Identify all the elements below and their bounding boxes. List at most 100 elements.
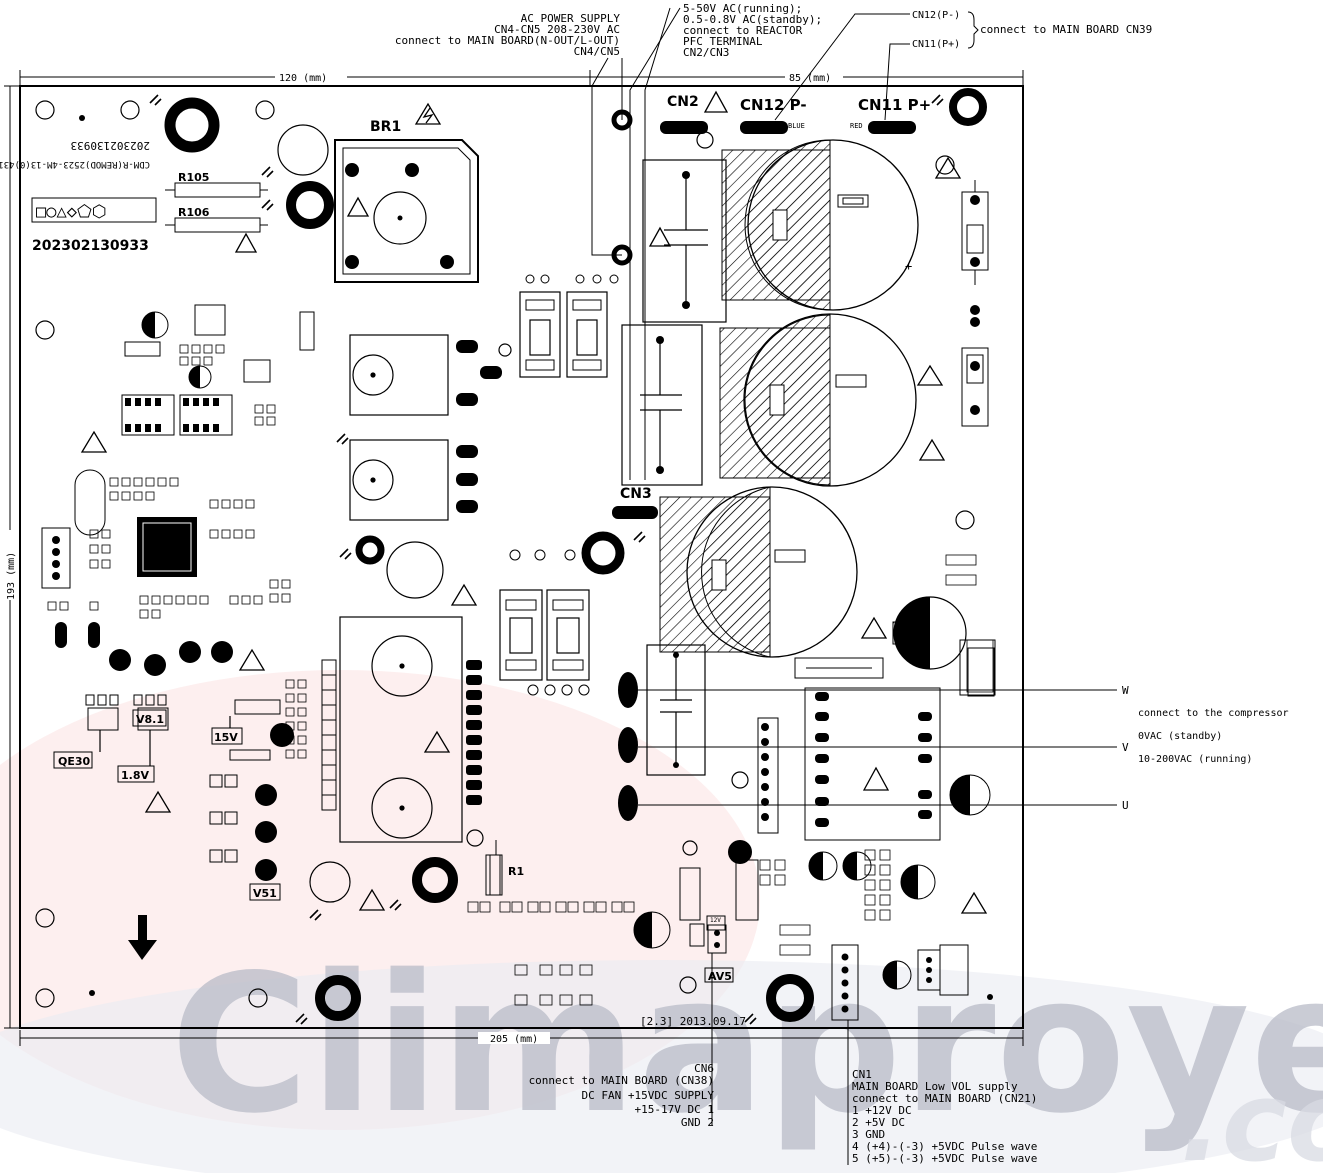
ic1-regulator (917, 944, 969, 996)
cn6-line-2: connect to MAIN BOARD (CN38) (529, 1074, 714, 1087)
red-label: RED (850, 122, 863, 130)
reactor-line-5: CN2/CN3 (683, 46, 729, 59)
compressor-desc-1: connect to the compressor (1138, 708, 1289, 719)
board-date: [2.3] 2013.09.17 (640, 1015, 746, 1028)
cn6-line-4: +15-17V DC 1 (635, 1103, 714, 1116)
warning-icon (862, 766, 890, 791)
reactor-line-2: 0.5-0.8V AC(standby); (683, 13, 822, 26)
test-1-8v: 1.8V (121, 769, 149, 782)
cn1-connector (831, 944, 859, 1165)
warning-icon (450, 583, 478, 606)
ac-line-4: CN4/CN5 (574, 45, 620, 58)
cn12-tab (740, 121, 788, 134)
cn2-label: CN2 (667, 94, 699, 110)
cn1-line-5: 2 +5V DC (852, 1116, 905, 1129)
svg-text:+: + (905, 259, 912, 273)
mounting-holes (35, 100, 975, 1008)
module-pins (466, 660, 482, 805)
power-resistors (961, 180, 989, 427)
down-arrow-icon (128, 915, 157, 960)
warning-icon (423, 730, 451, 753)
warning-icon (648, 226, 672, 247)
compressor-desc-2: 0VAC (standby) (1138, 731, 1222, 742)
cn1-line-1: CN1 (852, 1068, 872, 1081)
warning-icon (860, 616, 888, 639)
fuse-blocks (339, 291, 608, 843)
large-circles (277, 124, 749, 994)
cn11-tab (868, 121, 916, 134)
warning-icon (414, 102, 442, 125)
warning-icon (703, 90, 729, 113)
cn1-line-8: 5 (+5)-(-3) +5VDC Pulse wave (852, 1152, 1037, 1165)
pad-rows (509, 274, 619, 696)
electrolytic-capacitors: + (659, 139, 919, 658)
r105-label: R105 (178, 171, 209, 184)
leader-lines (591, 7, 910, 480)
relay-pins (456, 340, 502, 513)
cn11-label: CN11 P+ (858, 96, 931, 114)
cn6-line-1: CN6 (694, 1062, 714, 1075)
electrolytic-capacitor-e4: + (721, 139, 919, 311)
terminal-w: W (1122, 684, 1129, 697)
shapes-box (31, 197, 157, 223)
dim-bottom: 205 (mm) (490, 1034, 538, 1045)
warning-icon (80, 430, 108, 453)
cn1-line-4: 1 +12V DC (852, 1104, 912, 1117)
compressor-desc-3: 10-200VAC (running) (1138, 754, 1252, 765)
cn1-line-6: 3 GND (852, 1128, 885, 1141)
diode-pads (85, 694, 238, 863)
warning-icon (144, 790, 172, 813)
resistors-r105-r106 (165, 182, 268, 233)
connector-tabs (612, 121, 916, 519)
warning-icon (960, 891, 988, 914)
reactor-line-1: 5-50V AC(running); (683, 2, 802, 15)
ipm-pins (761, 692, 932, 827)
bridge-rectifier-br1 (334, 139, 479, 283)
warning-icon (346, 196, 370, 217)
warning-icon (358, 888, 386, 911)
shapes-label: □○△◇⬠⬡ (36, 202, 107, 222)
test-15v-b: V51 (253, 887, 277, 900)
board-outline (19, 85, 1024, 1029)
test-5v: AV5 (708, 970, 732, 983)
test-leaders (99, 716, 231, 766)
dim-left: 193 (mm) (6, 552, 17, 600)
cn12-annotation: CN12(P-) (912, 10, 960, 21)
part-code: CDM-R(REMOD)2523-4M-13(0)4310(6-4)F0 (0, 159, 150, 169)
cn1-annotation: CN1 MAIN BOARD Low VOL supply connect to… (852, 1068, 1037, 1165)
module-pad-strip (321, 659, 337, 811)
dim-top-left: 120 (mm) (279, 73, 327, 84)
cn39-annotation: connect to MAIN BOARD CN39 (980, 23, 1152, 36)
cn1-line-3: connect to MAIN BOARD (CN21) (852, 1092, 1037, 1105)
test-qe30: QE30 (58, 755, 91, 768)
fuse-slots (505, 299, 602, 671)
serial-bottom: 202302130933 (32, 238, 149, 254)
voltage-boxes (53, 709, 734, 983)
film-capacitors (621, 159, 727, 776)
terminal-v: V (1122, 741, 1129, 754)
ac-line-3: connect to MAIN BOARD(N-OUT/L-OUT) (395, 34, 620, 47)
cn3-tab (612, 506, 658, 519)
r106-label: R106 (178, 206, 210, 219)
cn6-annotation: CN6 connect to MAIN BOARD (CN38) DC FAN … (529, 1062, 715, 1129)
blue-label: BLUE (788, 122, 805, 130)
warning-icons (80, 90, 988, 914)
toroids (164, 88, 987, 1022)
warning-icon (918, 438, 946, 461)
bracket (967, 11, 979, 49)
warning-icon (234, 232, 258, 253)
ic-pins (52, 398, 219, 648)
bottom-boxes (679, 859, 759, 947)
compressor-terminals (618, 672, 1117, 821)
r1-label: R1 (508, 865, 524, 878)
watermark-suffix: .co (1180, 1058, 1323, 1173)
small-electrolytics (109, 311, 991, 990)
cap-terminals (656, 171, 690, 768)
cn11-annotation: CN11(P+) (912, 39, 960, 50)
ac-supply-annotation: AC POWER SUPPLY CN4-CN5 208-230V AC conn… (395, 12, 621, 58)
reactor-annotation: 5-50V AC(running); 0.5-0.8V AC(standby);… (683, 2, 822, 59)
electrolytic-capacitor-e3 (719, 313, 917, 487)
ipm-module (757, 647, 995, 841)
dim-top-right: 85 (mm) (789, 73, 831, 84)
